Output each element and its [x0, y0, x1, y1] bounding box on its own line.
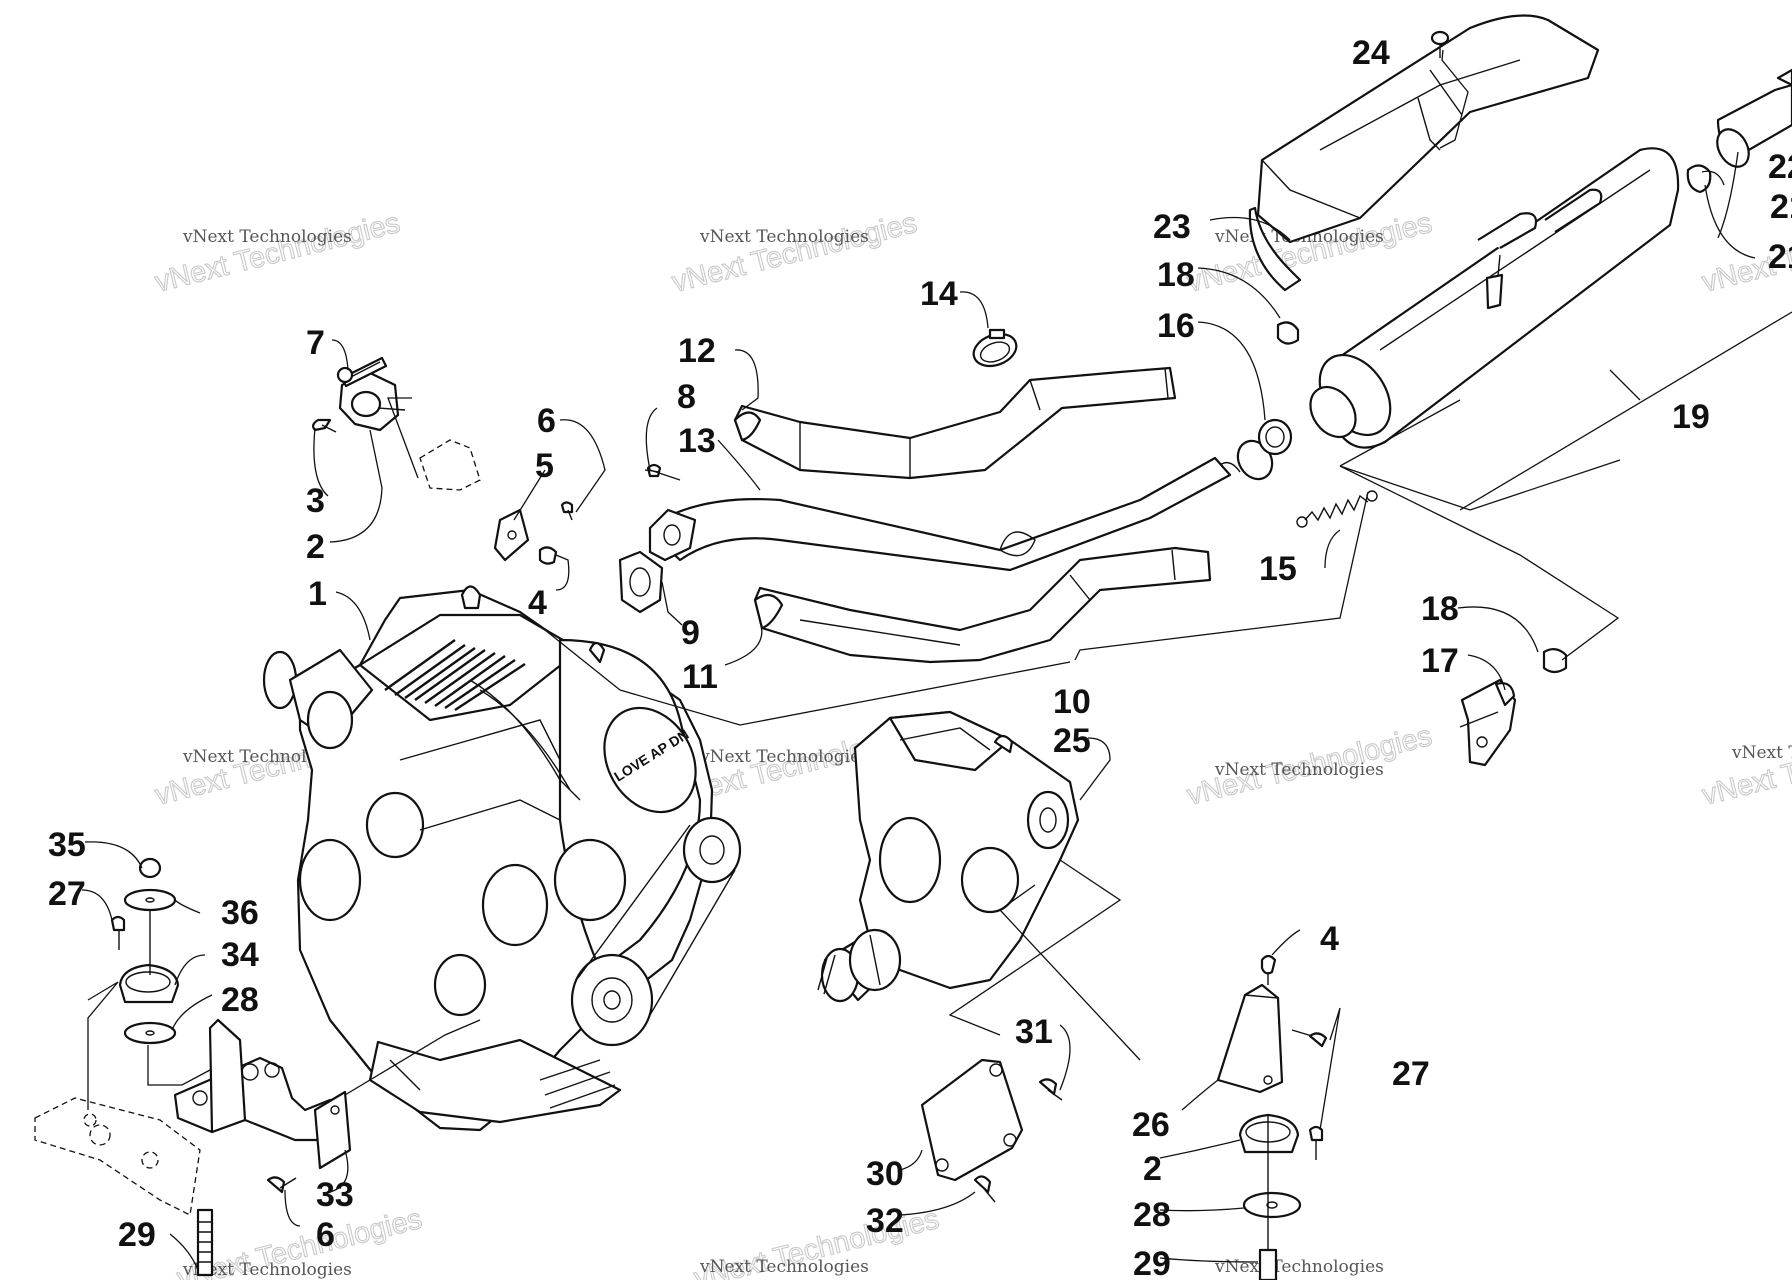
svg-text:vNext Technologies: vNext Technologies	[1214, 760, 1384, 780]
leader-lines	[81, 49, 1792, 1271]
callout-labels: 1 2 2 3 4 4 5 6 6 7 8 9 10 11 12 13 14 1…	[48, 34, 1792, 1280]
callout-10: 10	[1053, 683, 1091, 721]
callout-29: 29	[118, 1216, 156, 1254]
callout-4: 4	[528, 584, 547, 622]
callout-33: 33	[316, 1176, 354, 1214]
callout-31: 31	[1015, 1013, 1053, 1051]
callout-24: 24	[1352, 34, 1390, 72]
callout-36: 36	[221, 894, 259, 932]
spring-15	[1296, 490, 1378, 528]
tailpipe	[1686, 68, 1792, 194]
callout-2: 2	[1143, 1150, 1162, 1188]
svg-text:vNext Technologies: vNext Technologies	[1699, 720, 1792, 812]
callout-3: 3	[306, 482, 325, 520]
callout-27: 27	[48, 875, 86, 913]
svg-text:vNext Technologies: vNext Technologies	[699, 227, 869, 247]
callout-17: 17	[1421, 642, 1459, 680]
callout-25: 25	[1053, 722, 1091, 760]
callout-14: 14	[920, 275, 958, 313]
svg-text:vNext Technologies: vNext Technologies	[1214, 1257, 1384, 1277]
svg-text:vNext Technologies: vNext Technologies	[699, 747, 869, 767]
callout-18: 18	[1157, 256, 1195, 294]
watermark-tile: vNext Technologies	[1214, 1257, 1384, 1277]
callout-6: 6	[537, 402, 556, 440]
svg-text:vNext Technologies: vNext Technologies	[182, 227, 352, 247]
watermark-tile: vNext Technologies vNext Technologies	[1698, 719, 1792, 812]
callout-19: 19	[1672, 398, 1710, 436]
callout-29: 29	[1133, 1245, 1171, 1280]
muffler	[1309, 147, 1680, 449]
svg-text:vNext Technologies: vNext Technologies	[152, 207, 403, 299]
head-pipe-lower-shield	[753, 546, 1212, 664]
shield-bolt-24	[1430, 30, 1450, 58]
callout-1: 1	[308, 575, 327, 613]
svg-text:vNext Technologies: vNext Technologies	[669, 207, 920, 299]
callout-8: 8	[677, 378, 696, 416]
callout-12: 12	[678, 332, 716, 370]
callout-22: 22	[1768, 148, 1792, 186]
mount-top-left	[311, 356, 662, 565]
svg-text:vNext Technologies: vNext Technologies	[699, 1257, 869, 1277]
callout-11: 11	[682, 658, 718, 696]
mount-bracket-26	[1216, 954, 1284, 1094]
callout-21: 21	[1770, 188, 1792, 226]
watermark-tile: vNext Technologies vNext Technologies	[668, 206, 920, 299]
callout-23: 23	[1153, 208, 1191, 246]
callout-34: 34	[221, 936, 259, 974]
callout-5: 5	[535, 447, 554, 485]
watermark-tile: vNext Technologies vNext Technologies	[1183, 719, 1435, 812]
callout-30: 30	[866, 1155, 904, 1193]
clamp-14	[972, 328, 1018, 368]
transmission-plate-30	[920, 1058, 1063, 1203]
callout-9: 9	[681, 614, 700, 652]
mount-bottom-left	[34, 857, 352, 1277]
callout-4: 4	[1320, 920, 1339, 958]
callout-16: 16	[1157, 307, 1195, 345]
head-pipe-upper-shield	[733, 366, 1177, 480]
engine: LOVE AP DN	[262, 585, 742, 1132]
gasket-9	[618, 550, 664, 614]
callout-35: 35	[48, 826, 86, 864]
callout-28: 28	[221, 981, 259, 1019]
head-pipe	[648, 439, 1274, 572]
callout-15: 15	[1259, 550, 1297, 588]
callout-28: 28	[1133, 1196, 1171, 1234]
callout-6: 6	[316, 1216, 335, 1254]
watermark-tile: vNext Technologies vNext Technologies	[151, 206, 403, 299]
callout-32: 32	[866, 1202, 904, 1240]
callout-2: 2	[306, 528, 325, 566]
mount-isolator-bottom-right	[1238, 1029, 1328, 1280]
grommets	[1257, 321, 1568, 674]
callout-21: 21	[1768, 238, 1792, 276]
transmission	[817, 710, 1080, 1003]
svg-text:vNext Technologies: vNext Technologies	[1731, 743, 1792, 763]
callout-27: 27	[1392, 1055, 1430, 1093]
bracket-17	[1459, 678, 1517, 767]
callout-18: 18	[1421, 590, 1459, 628]
callout-26: 26	[1132, 1106, 1170, 1144]
callout-7: 7	[306, 324, 325, 362]
callout-13: 13	[678, 422, 716, 460]
svg-text:vNext Technologies: vNext Technologies	[182, 1260, 352, 1280]
heat-shield-upper	[1248, 14, 1600, 292]
